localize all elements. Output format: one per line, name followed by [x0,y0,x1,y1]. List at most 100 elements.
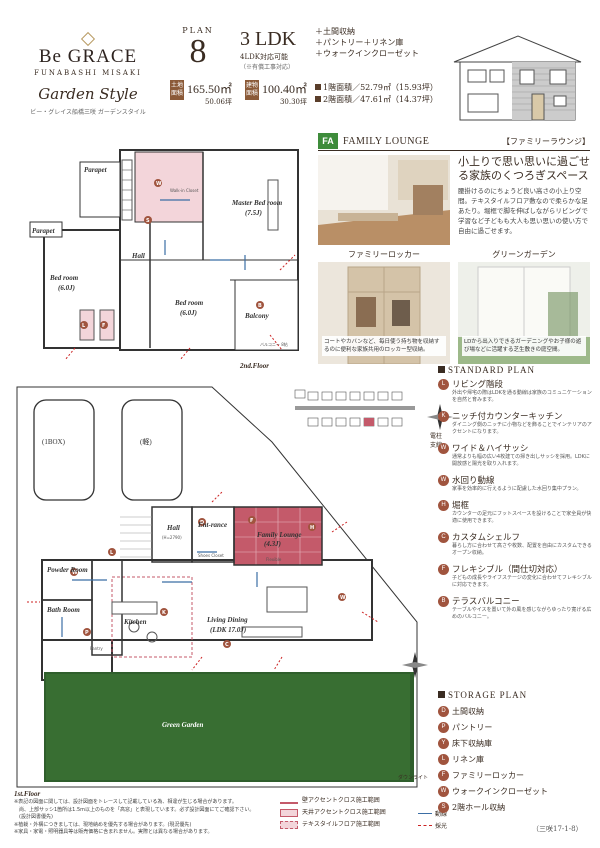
note-line: ※表記の図面に関しては、設計図面をトレースして記載している為、相違が生じる場合が… [14,799,237,805]
floor2-hall: Hall [131,252,145,260]
brand-style: Garden Style [38,85,138,103]
svg-text:W: W [72,570,78,576]
floor1-lounge-note: Flexible [266,557,282,562]
building-area-sqm: 100.40㎡ [262,82,308,96]
land-area-label: 土地面積 [170,80,184,100]
brand-tagline: ビー・グレイス船橋三咲 ガーデンスタイル [30,109,146,116]
item-title: 堀框 [452,501,470,511]
land-area: 土地面積 165.50㎡ 50.06坪 [170,80,232,107]
family-lounge-badge: FA [318,133,338,149]
item-title: 床下収納庫 [452,738,492,748]
svg-text:S: S [146,218,150,224]
svg-text:W: W [156,181,162,187]
floor2-bed2-size: (6.0J) [180,309,197,317]
floor1-kitchen: Kitchen [123,618,147,626]
floor1-area: 1階面積／52.79㎡（15.93坪） [323,83,438,92]
floor1-car2: (軽) [140,437,152,446]
item-code: L [438,753,449,765]
legend-textile: テキスタイルフロア施工範囲 [302,821,380,828]
storage-summary-item: ＋ウォークインクローゼット [315,49,419,58]
svg-text:F: F [250,518,253,524]
standard-plan-title: STANDARD PLAN [448,365,536,375]
disclaimer-notes: ※表記の図面に関しては、設計図面をトレースして記載している為、相違が生じる場合が… [14,799,264,837]
plan-number: 8 [189,33,207,70]
item-code: W [438,785,449,797]
item-title: リネン庫 [452,754,484,764]
brand-mark-icon [80,31,96,47]
floor2-wic: Walk-in Closet [170,188,199,193]
plan-code: （三咲17-1-8） [532,825,583,833]
floor1-living: Living Dining [206,616,248,624]
item-code: W [438,474,449,486]
floor1-hall-h: (H=2790) [162,535,182,540]
item-desc: テーブルやイスを置いて外の風を感じながらゆったり寛げる広めのバルコニー。 [452,607,592,620]
family-locker-title: ファミリーロッカー [348,250,420,259]
floor1-lounge-size: (4.3J) [264,540,281,548]
legend-flow: 動線 [435,810,448,818]
item-title: ウォークインクローゼット [452,786,548,796]
storage-plan-header: STORAGE PLAN [438,690,527,700]
brand-location: FUNABASHI MISAKI [34,69,142,77]
floor2-bed1-size: (6.0J) [58,284,75,292]
divider [318,150,590,151]
note-line: ※植栽・外構につきましては、現地納めを優先する場合があります。(現況優先) [14,821,192,828]
item-title: 水回り動線 [452,476,495,486]
map-label-pole: 電柱 [430,433,443,440]
plan-label: PLAN [182,26,214,35]
land-area-tsubo: 50.06坪 [204,98,233,106]
layout-note: （※有償工事対応） [240,64,295,71]
family-lounge-header: FA FAMILY LOUNGE 【ファミリーラウンジ】 [318,133,590,149]
item-desc: 暮らし方に合わせて高さや枚数、配置を自由にカスタムできるオープン収納。 [452,543,592,556]
family-lounge-desc: 腰掛けるのにちょうど良い高さの小上り空間。テキスタイルフロア敷なので柔らかな足あ… [458,187,588,235]
floor2-plan: S W L F B Parapet Parapet Walk-in Closet… [29,149,299,361]
floor2-parapet-1: Parapet [84,166,108,174]
floor2-bed2: Bed room [174,299,204,307]
item-title: 2階ホール収納 [452,802,506,812]
note-line: 尚、上部サッシ1箇所は1.5m以上のものを「高窓」と表現しています。必ず設計図面… [14,806,255,813]
storage-summary: ＋土間収納 ＋パントリー＋リネン庫 ＋ウォークインクローゼット [315,26,419,59]
floor1-pantry: Pantry [90,646,103,651]
green-garden-title: グリーンガーデン [492,250,556,259]
legend-light: 採光 [435,822,448,830]
item-code: F [438,769,449,781]
svg-text:H: H [310,525,314,531]
floor1-living-size: (LDK 17.0J) [210,626,246,634]
building-area-label: 建物面積 [245,80,259,100]
family-lounge-name: FAMILY LOUNGE [343,135,430,147]
item-code: L [438,378,449,390]
family-lounge-jp: 【ファミリーラウンジ】 [502,136,590,146]
brand-name: Be GRACE [38,46,138,67]
house-elevation-illustration [453,35,582,121]
item-code: K [438,410,449,422]
svg-text:P: P [85,630,89,636]
svg-text:L: L [82,323,86,329]
floor1-powder: Powder Room [47,566,88,574]
item-title: パントリー [452,722,493,732]
item-code: F [438,563,449,575]
family-lounge-title: 小上りで思い思いに過ごせる家族のくつろぎスペース [458,155,590,182]
layout-type: 3 LDK [240,28,297,50]
floor2-balcony-note: バルコニー 8帖 [260,341,288,347]
svg-text:B: B [258,303,262,309]
floor2-master-size: (7.5J) [245,209,262,217]
floor1-entrance: Ent-rance [197,521,227,529]
item-desc: 子どもの成長やライフステージの変化に合わせてフレキシブルに対応できます。 [452,575,592,588]
legend-flow-block: 動線 採光 [418,807,447,831]
item-desc: 外出や帰宅の際はLDKを通る動線は家族のコミュニケーションを自然と育みます。 [452,390,592,403]
floor1-garden: Green Garden [162,721,204,729]
floor2-master: Master Bed room [231,199,283,207]
item-title: 土間収納 [452,706,484,716]
note-line: ※家具・家電・照明器具等は販売価格に含まれません。実際とは異なる場合があります。 [14,829,213,835]
floor1-label: 1st.Floor [14,790,41,798]
